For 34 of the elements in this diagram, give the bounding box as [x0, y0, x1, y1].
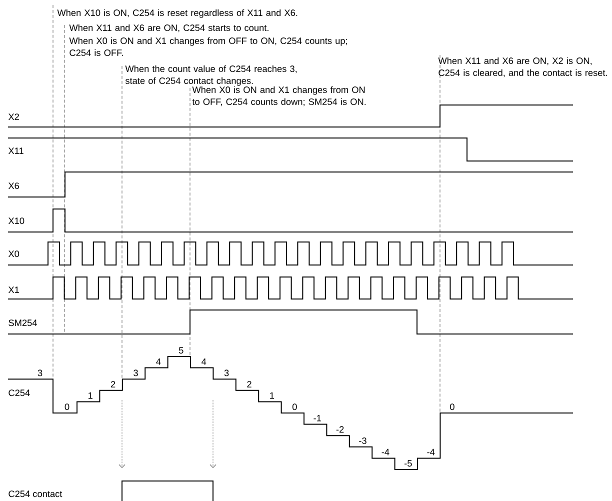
signal-label: C254 contact — [8, 490, 62, 498]
value-label: -3 — [359, 437, 366, 444]
annotation-text: When X10 is ON, C254 is reset regardless of X11 and X6. — [57, 9, 298, 18]
annotation-text: When the count value of C254 reaches 3, state of C254 contact changes. — [125, 65, 297, 86]
value-label: 3 — [38, 370, 42, 376]
value-label: -1 — [314, 414, 321, 422]
value-label: 0 — [64, 404, 70, 410]
value-label: -4 — [382, 448, 390, 456]
value-label: 3 — [134, 370, 138, 376]
signal-label: SM254 — [8, 320, 37, 326]
signal-label: C254 — [8, 390, 30, 396]
value-label: 5 — [178, 347, 184, 354]
value-label: -4 — [427, 448, 435, 456]
annotation-text: When X11 and X6 are ON, C254 starts to count. — [69, 24, 268, 32]
value-label: -5 — [404, 460, 412, 467]
value-label: 4 — [202, 358, 206, 365]
signal-label: X11 — [8, 148, 24, 154]
value-label: 4 — [156, 358, 161, 365]
value-label: 1 — [88, 392, 92, 399]
value-label: 2 — [247, 380, 252, 388]
signal-label: X1 — [8, 286, 19, 293]
value-label: 0 — [292, 404, 297, 410]
signal-label: X10 — [8, 218, 24, 224]
annotation-text: When X11 and X6 are ON, X2 is ON, C254 is cleared, and the contact is reset. — [438, 57, 607, 78]
signal-label: X2 — [8, 114, 19, 120]
value-label: 2 — [110, 380, 116, 388]
value-label: 0 — [450, 404, 454, 410]
annotation-text: When X0 is ON and X1 changes from OFF to ON, C254 counts up; C254 is OFF. — [69, 37, 347, 56]
signal-label: X6 — [8, 182, 20, 190]
value-label: 1 — [270, 392, 274, 399]
annotation-text: When X0 is ON and X1 changes from ON to OFF, C254 counts down; SM254 is ON. — [192, 86, 366, 106]
value-label: 3 — [224, 370, 229, 376]
value-label: -2 — [336, 426, 344, 433]
signal-label: X0 — [8, 250, 20, 258]
